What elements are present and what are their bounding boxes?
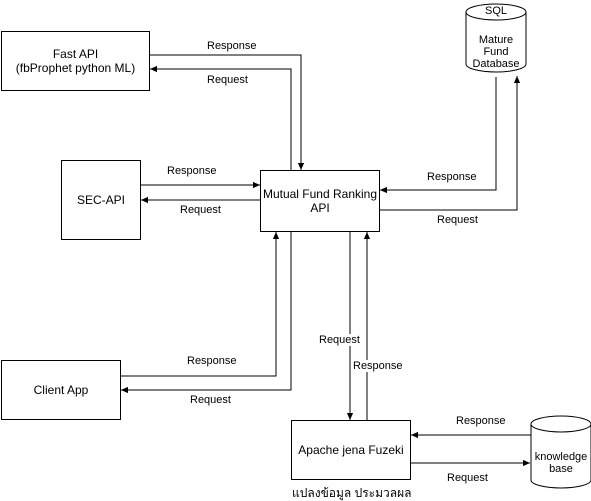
sql-db-title: SQL — [484, 5, 507, 17]
sec-api-node: SEC-API — [61, 160, 141, 240]
edge-fast-request — [150, 65, 292, 170]
fuzeki-node: Apache jena Fuzeki — [291, 420, 411, 480]
client-app-label: Client App — [33, 383, 89, 397]
edge-sql-response — [380, 77, 497, 194]
knowledge-base-label: knowledge base — [534, 451, 588, 475]
fast-response-label: Response — [207, 40, 257, 52]
sql-request-label: Request — [437, 214, 478, 226]
fuzeki-caption: แปลงข้อมูล ประมวลผล — [292, 486, 412, 500]
edge-sql-request — [380, 76, 521, 211]
fuzeki-label: Apache jena Fuzeki — [298, 443, 404, 457]
fuzeki-request-label: Request — [319, 334, 360, 346]
sec-request-label: Request — [180, 204, 221, 216]
fuzeki-response-label: Response — [353, 360, 403, 372]
fast-request-label: Request — [207, 74, 248, 86]
edge-client-request — [120, 232, 292, 394]
edge-client-response — [121, 232, 280, 377]
ranking-api-node: Mutual Fund Ranking API — [260, 170, 380, 232]
client-app-node: Client App — [1, 360, 121, 420]
edge-fast-response — [150, 54, 305, 170]
knowledge-base-cylinder — [530, 415, 591, 489]
sql-database-cylinder — [465, 3, 527, 73]
kb-response-label: Response — [456, 415, 506, 427]
fast-api-node: Fast API (fbProphet python ML) — [1, 31, 150, 91]
ranking-api-label: Mutual Fund Ranking API — [262, 187, 378, 215]
kb-request-label: Request — [447, 472, 488, 484]
client-request-label: Request — [190, 394, 231, 406]
sql-db-label: Mature Fund Database — [472, 34, 520, 70]
fast-api-label: Fast API (fbProphet python ML) — [15, 47, 136, 75]
client-response-label: Response — [187, 355, 237, 367]
sec-response-label: Response — [167, 165, 217, 177]
sql-response-label: Response — [427, 171, 477, 183]
sec-api-label: SEC-API — [76, 193, 125, 207]
